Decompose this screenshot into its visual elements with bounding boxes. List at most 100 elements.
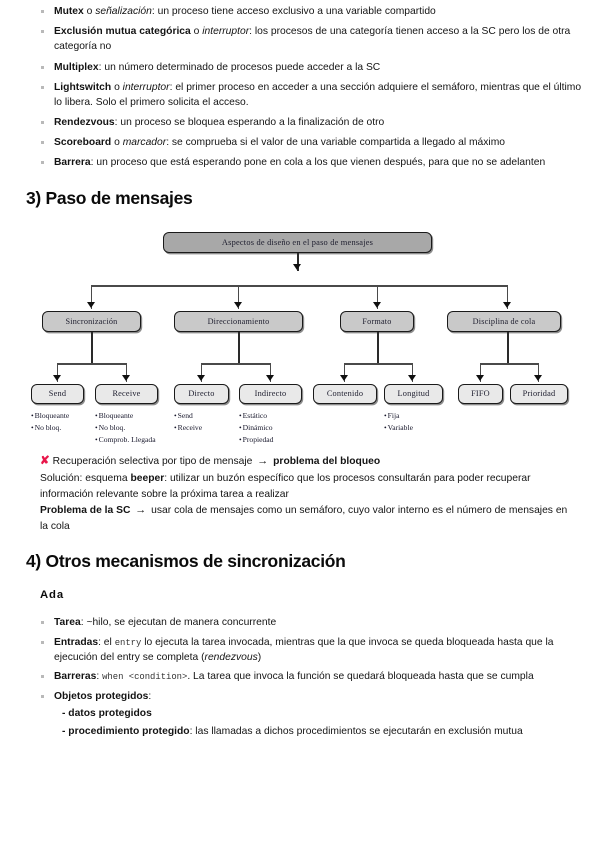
node-label: Aspectos de diseño en el paso de mensaje…	[221, 237, 374, 247]
connector-prioridad-drop	[538, 363, 540, 383]
list-item: Multiplex: un número determinado de proc…	[40, 60, 586, 75]
connector-sincronizacion-stem	[91, 332, 93, 364]
item-rest: : un proceso tiene acceso exclusivo a un…	[151, 6, 436, 17]
code-when-condition: when <condition>	[102, 672, 188, 683]
sublist-item: Send	[174, 410, 202, 422]
item-term: Objetos protegidos	[54, 690, 149, 702]
arrowhead-directo	[197, 375, 205, 382]
arrowhead-send	[53, 375, 61, 382]
note-line-3: Problema de la SC → usar cola de mensaje…	[40, 502, 578, 534]
node-label: Receive	[112, 389, 141, 399]
message-passing-design-diagram: Aspectos de diseño en el paso de mensaje…	[0, 211, 600, 457]
diagram-leaf-longitud: Longitud	[384, 384, 443, 405]
sublist-item: Estático	[239, 410, 273, 422]
list-item: Barrera: un proceso que está esperando p…	[40, 155, 586, 170]
note-emphasis: Problema de la SC	[40, 505, 131, 517]
arrowhead-formato	[373, 302, 381, 309]
protected-sub-line-1: - datos protegidos	[54, 706, 586, 721]
item-rest: : un proceso se bloquea esperando a la f…	[114, 117, 385, 128]
note-line-2: Solución: esquema beeper: utilizar un bu…	[40, 471, 578, 502]
arrowhead-prioridad	[534, 375, 542, 382]
node-label: Prioridad	[522, 389, 556, 399]
node-label: Sincronización	[65, 316, 118, 326]
diagram-leaf-indirecto: Indirecto	[239, 384, 302, 405]
protected-sub-line-2: - procedimiento protegido: las llamadas …	[54, 724, 586, 739]
item-term: Lightswitch	[54, 81, 112, 93]
item-sep: o	[190, 26, 203, 38]
arrowhead-indirecto	[266, 375, 274, 382]
connector-drop-direccionamiento	[238, 285, 240, 310]
item-rest: : los procesos de una categoría tienen a…	[54, 26, 571, 53]
diagram-leaf-prioridad: Prioridad	[510, 384, 568, 405]
node-label: Disciplina de cola	[472, 316, 536, 326]
connector-directo-drop	[201, 363, 203, 383]
section-heading-messages: 3) Paso de mensajes	[26, 187, 193, 208]
item-pre: :	[96, 671, 103, 683]
list-item: Mutex o señalización: un proceso tiene a…	[40, 4, 586, 19]
diagram-node-disciplina-de-cola: Disciplina de cola	[447, 311, 561, 333]
note-emphasis: beeper	[130, 472, 165, 484]
node-label: FIFO	[471, 389, 490, 399]
item-term: Scoreboard	[54, 137, 112, 149]
arrowhead-direccionamiento	[234, 302, 242, 309]
item-post: )	[257, 651, 262, 663]
sublist-item: Fija	[384, 410, 413, 422]
list-item: Exclusión mutua categórica o interruptor…	[40, 24, 586, 55]
item-rest: lo ejecuta la tarea invocada, mientras q…	[54, 636, 554, 663]
diagram-leaf-directo: Directo	[174, 384, 229, 405]
item-term: Multiplex	[54, 61, 99, 73]
note-text: usar cola de mensajes como un semáforo, …	[40, 505, 568, 532]
item-alt: señalización	[95, 6, 152, 17]
arrowhead-root	[293, 264, 301, 271]
arrowhead-fifo	[476, 375, 484, 382]
item-term: Exclusión mutua categórica	[54, 26, 191, 38]
connector-longitud-drop	[412, 363, 414, 383]
list-item: Tarea: ~hilo, se ejecutan de manera conc…	[40, 615, 586, 630]
note-text-post: : utilizar un buzón específico que los p…	[40, 472, 531, 500]
item-rest: : se comprueba si el valor de una variab…	[166, 137, 506, 149]
item-rest: : un número determinado de procesos pued…	[98, 61, 381, 73]
protected-data-label: - datos protegidos	[62, 708, 152, 720]
document-page: Mutex o señalización: un proceso tiene a…	[0, 0, 600, 739]
arrowhead-longitud	[408, 375, 416, 382]
arrow-icon: →	[257, 455, 269, 468]
list-item: Entradas: el entry lo ejecuta la tarea i…	[40, 635, 586, 666]
list-item: Lightswitch o interruptor: el primer pro…	[40, 80, 586, 111]
list-item: Rendezvous: un proceso se bloquea espera…	[40, 115, 586, 130]
sublist-directo: Send Receive	[174, 410, 202, 434]
item-rest: . La tarea que invoca la función se qued…	[187, 671, 534, 683]
node-label: Send	[48, 389, 67, 399]
connector-drop-formato	[377, 285, 379, 310]
sublist-item: Comprob. Llegada	[95, 434, 156, 446]
x-icon: ✘	[40, 455, 50, 468]
item-rest: : el primer proceso en acceder a una sec…	[54, 81, 582, 108]
list-item: Scoreboard o marcador: se comprueba si e…	[40, 135, 586, 150]
item-term: Barreras	[54, 671, 97, 683]
connector-indirecto-drop	[270, 363, 272, 383]
node-label: Direccionamiento	[207, 316, 270, 326]
item-rest: : ~hilo, se ejecutan de manera concurren…	[80, 617, 277, 629]
connector-formato-stem	[377, 332, 379, 364]
connector-sincronizacion-bus	[57, 363, 126, 365]
connector-fifo-drop	[480, 363, 482, 383]
sublist-item: No bloq.	[95, 422, 156, 434]
diagram-node-sincronizacion: Sincronización	[42, 311, 141, 333]
item-italic: rendezvous	[204, 651, 258, 663]
protected-procedure-label: - procedimiento protegido	[62, 725, 190, 737]
item-rest: : un proceso que está esperando pone en …	[90, 157, 546, 169]
code-entry: entry	[114, 637, 142, 648]
diagram-leaf-receive: Receive	[95, 384, 158, 405]
sublist-send: Bloqueante No bloq.	[31, 410, 70, 434]
node-label: Contenido	[326, 389, 364, 399]
connector-formato-bus	[344, 363, 412, 365]
connector-direccionamiento-stem	[238, 332, 240, 364]
note-line-1: ✘Recuperación selectiva por tipo de mens…	[40, 453, 578, 470]
sublist-item: Receive	[174, 422, 202, 434]
connector-direccionamiento-bus	[201, 363, 270, 365]
item-sep: o	[111, 81, 123, 93]
diagram-node-formato: Formato	[340, 311, 414, 333]
diagram-leaf-send: Send	[31, 384, 84, 405]
item-term: Rendezvous	[54, 117, 115, 128]
sublist-item: Dinámico	[239, 422, 273, 434]
item-pre: : el	[98, 636, 115, 648]
